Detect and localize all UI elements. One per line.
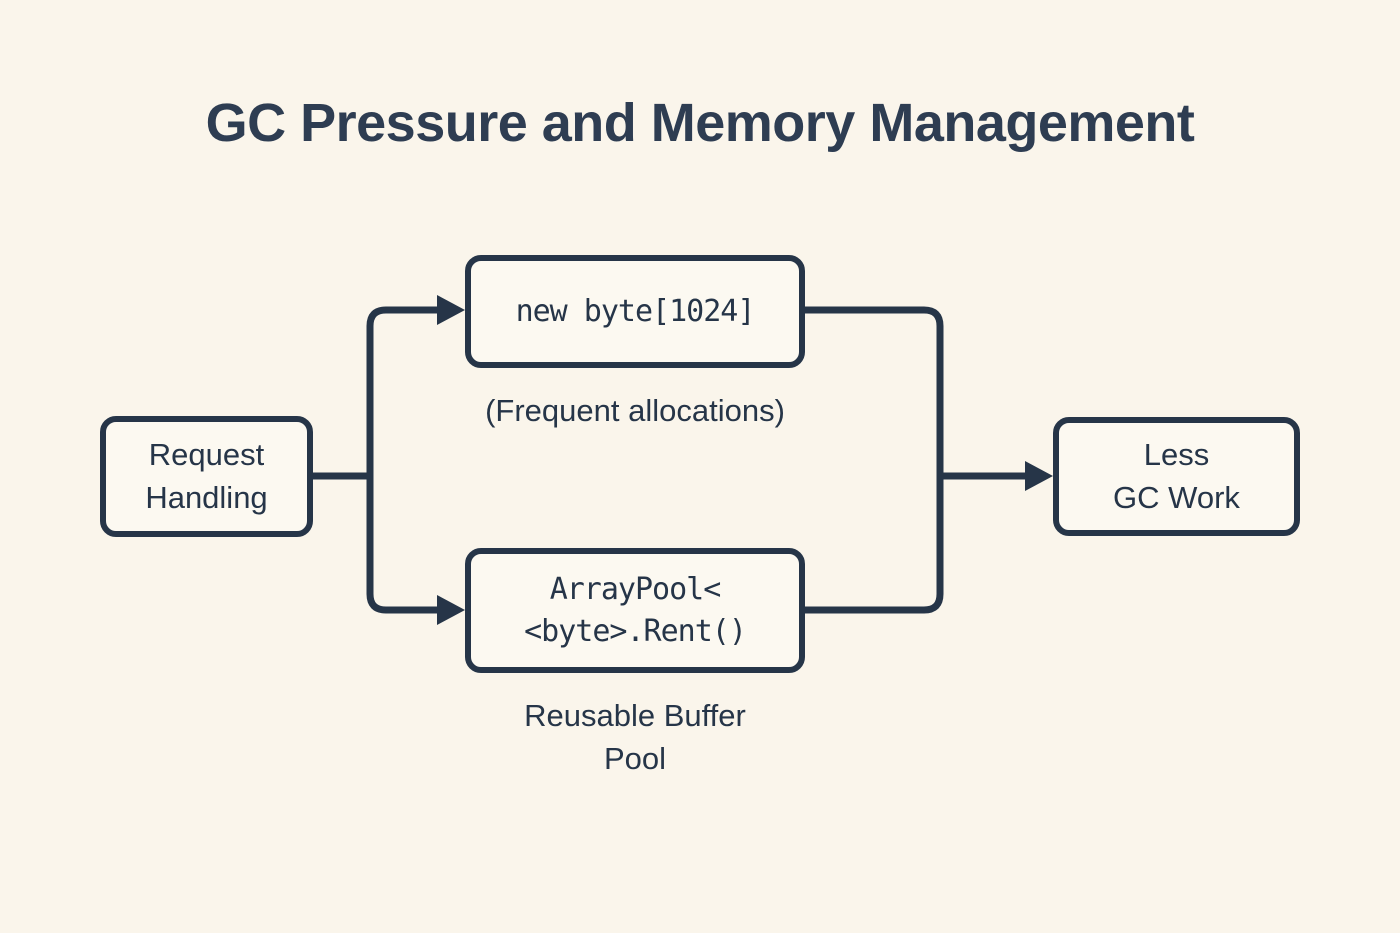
- arrowhead-icon: [1025, 461, 1053, 491]
- edge-split-branches: [366, 306, 441, 614]
- node-less-gc-work-label: Less GC Work: [1113, 436, 1240, 515]
- node-new-byte-allocation: new byte[1024]: [465, 255, 805, 368]
- arrowhead-icon: [437, 595, 465, 625]
- caption-frequent-allocations: (Frequent allocations): [485, 393, 785, 428]
- arrowhead-icon: [437, 295, 465, 325]
- node-request-handling: Request Handling: [100, 416, 313, 537]
- node-arraypool-rent-label: ArrayPool< <byte>.Rent(): [524, 572, 747, 649]
- caption-reusable-buffer-pool: Reusable Buffer Pool: [524, 698, 746, 776]
- node-request-handling-label: Request Handling: [145, 436, 268, 515]
- edge-merge-branches: [805, 306, 944, 614]
- node-less-gc-work: Less GC Work: [1053, 417, 1300, 536]
- node-arraypool-rent: ArrayPool< <byte>.Rent(): [465, 548, 805, 673]
- node-new-byte-allocation-label: new byte[1024]: [515, 293, 756, 329]
- page-title: GC Pressure and Memory Management: [205, 93, 1195, 153]
